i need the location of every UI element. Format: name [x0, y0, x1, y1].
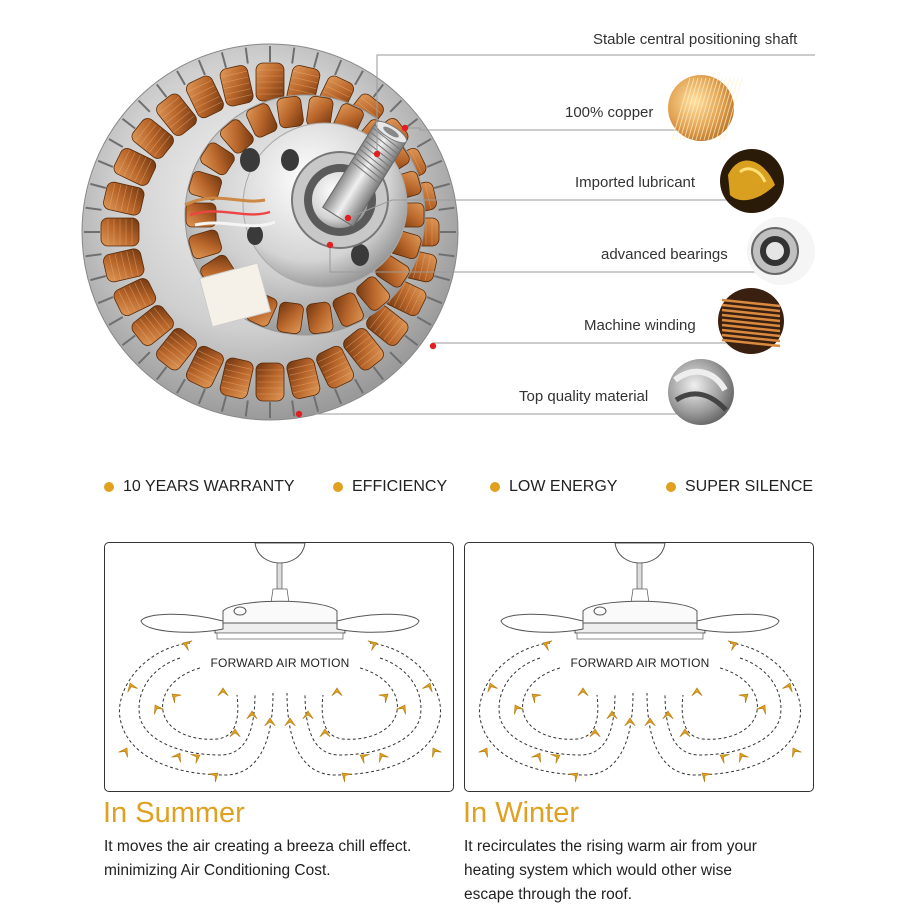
winding-thumbnail — [718, 288, 784, 354]
feature-label: LOW ENERGY — [509, 478, 618, 495]
feature-label: SUPER SILENCE — [685, 478, 814, 495]
winter-airflow-panel: FORWARD AIR MOTION — [464, 542, 814, 792]
fan-airflow-diagram — [478, 543, 802, 783]
feature-label: EFFICIENCY — [352, 478, 448, 495]
callout-label-copper: 100% copper — [565, 104, 654, 121]
fan-airflow-diagram — [118, 543, 442, 783]
winter-desc-line: heating system which would other wise — [464, 862, 732, 879]
motor-illustration — [81, 43, 815, 425]
callout-dots — [295, 124, 437, 418]
panel-label: FORWARD AIR MOTION — [210, 656, 350, 670]
winter-title: In Winter — [463, 797, 580, 829]
motor-stator — [81, 43, 459, 421]
winter-desc-line: escape through the roof. — [464, 886, 633, 903]
callout-label-shaft: Stable central positioning shaft — [593, 31, 798, 48]
bullet-dot-icon — [666, 482, 676, 492]
feature-efficiency: EFFICIENCY — [333, 478, 447, 496]
feature-warranty: 10 YEARS WARRANTY — [104, 478, 295, 496]
bearing-thumbnail — [747, 217, 815, 285]
summer-title: In Summer — [103, 797, 245, 829]
winter-desc-line: It recirculates the rising warm air from… — [464, 838, 757, 855]
winter-description: It recirculates the rising warm air from… — [464, 835, 757, 907]
bullet-dot-icon — [104, 482, 114, 492]
bullet-dot-icon — [490, 482, 500, 492]
callout-label-material: Top quality material — [519, 388, 649, 405]
callout-label-lubricant: Imported lubricant — [575, 174, 696, 191]
feature-super-silence: SUPER SILENCE — [666, 478, 813, 496]
summer-airflow-panel: FORWARD AIR MOTION — [104, 542, 454, 792]
feature-label: 10 YEARS WARRANTY — [123, 478, 295, 495]
feature-low-energy: LOW ENERGY — [490, 478, 617, 496]
summer-desc-line: It moves the air creating a breeza chill… — [104, 838, 412, 855]
callout-label-bearings: advanced bearings — [601, 246, 728, 263]
summer-desc-line: minimizing Air Conditioning Cost. — [104, 862, 331, 879]
lubricant-thumbnail — [720, 149, 784, 213]
panel-label: FORWARD AIR MOTION — [570, 656, 710, 670]
material-thumbnail — [668, 359, 734, 425]
bullet-dot-icon — [333, 482, 343, 492]
summer-description: It moves the air creating a breeza chill… — [104, 835, 411, 883]
copper-thumbnail — [668, 75, 743, 141]
callout-label-winding: Machine winding — [584, 317, 696, 334]
